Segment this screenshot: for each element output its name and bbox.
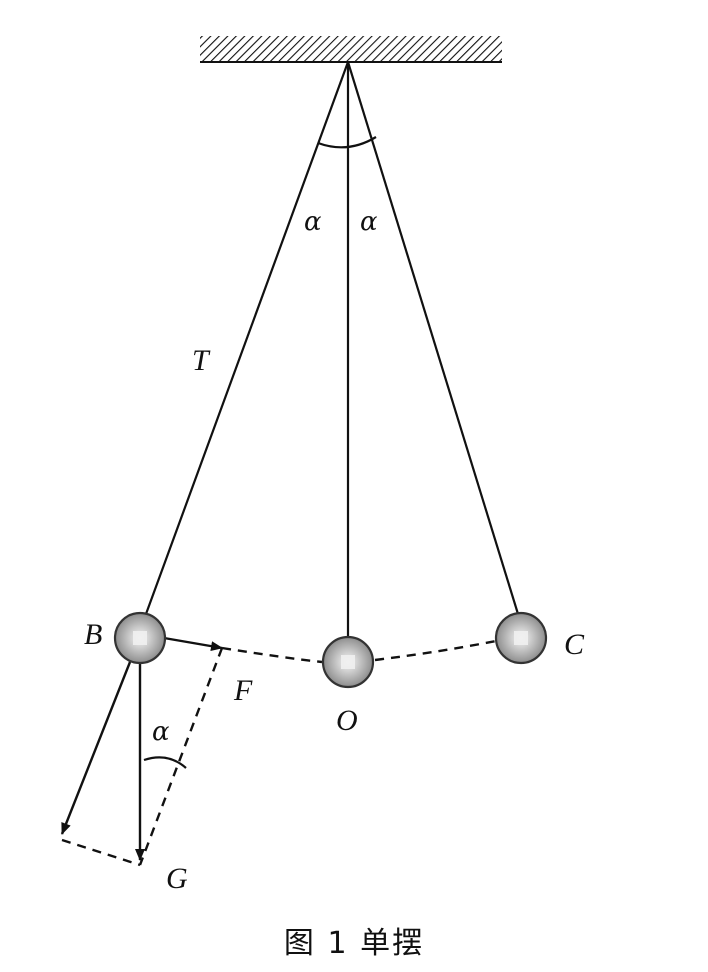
- swing-path: [221, 646, 323, 664]
- point-b-label: B: [84, 618, 102, 651]
- construction-line-right: [138, 647, 224, 866]
- bob-o: [321, 635, 375, 689]
- point-o-label: O: [336, 704, 358, 737]
- angle-label-left: α: [304, 207, 322, 237]
- angle-label-g: α: [152, 717, 170, 747]
- resultant-arrow: [60, 661, 132, 835]
- ceiling-support: [200, 36, 502, 62]
- point-c-label: C: [564, 628, 585, 661]
- tension-label: T: [192, 344, 211, 377]
- angle-label-right: α: [360, 207, 378, 237]
- force-f-label: F: [233, 674, 253, 707]
- force-f-arrow: [163, 636, 223, 652]
- bob-b: [113, 611, 167, 665]
- g-angle-arc: [143, 756, 187, 769]
- force-g-label: G: [166, 862, 188, 895]
- figure-caption: 图 1 单摆: [283, 926, 425, 961]
- string-left: [144, 61, 350, 615]
- string-right: [346, 61, 520, 615]
- pivot-angle-arc: [317, 136, 377, 149]
- swing-path-right: [374, 639, 497, 662]
- bob-c: [494, 611, 548, 665]
- construction-line-bottom: [61, 838, 141, 867]
